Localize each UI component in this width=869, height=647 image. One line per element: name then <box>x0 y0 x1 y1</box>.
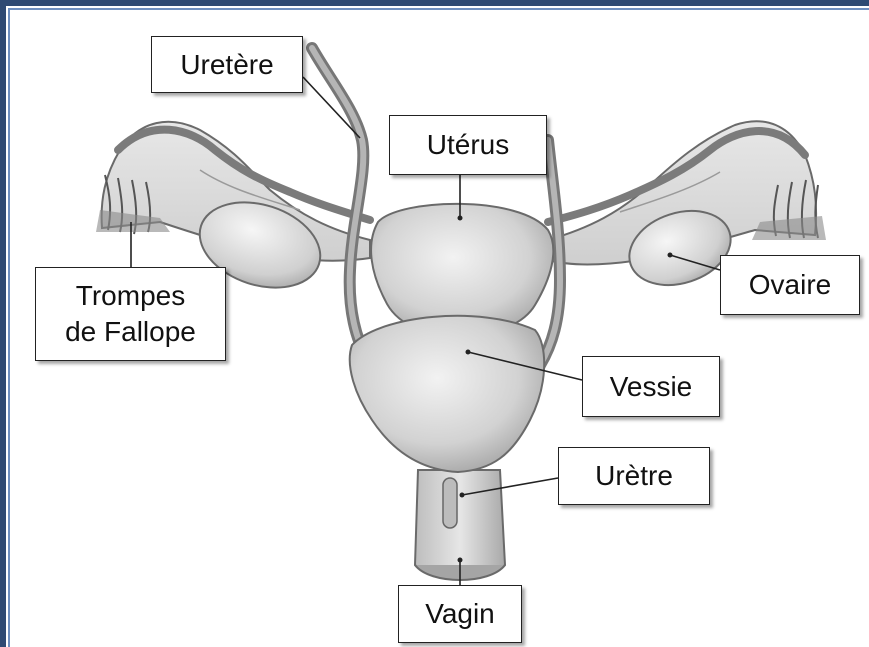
label-vessie: Vessie <box>582 356 720 417</box>
label-ovaire: Ovaire <box>720 255 860 315</box>
bladder <box>350 316 544 472</box>
label-vessie-text: Vessie <box>610 370 693 404</box>
urethra <box>443 478 457 528</box>
label-uterus-text: Utérus <box>427 128 509 162</box>
label-ovaire-text: Ovaire <box>749 268 831 302</box>
label-vagin: Vagin <box>398 585 522 643</box>
label-uretere: Uretère <box>151 36 303 93</box>
label-trompes-line2: de Fallope <box>65 314 196 350</box>
label-uterus: Utérus <box>389 115 547 175</box>
label-vagin-text: Vagin <box>425 597 495 631</box>
label-uretre-text: Urètre <box>595 459 673 493</box>
label-trompes-line1: Trompes <box>76 278 185 314</box>
label-uretere-text: Uretère <box>180 48 273 82</box>
label-uretre: Urètre <box>558 447 710 505</box>
label-trompes-de-fallope: Trompes de Fallope <box>35 267 226 361</box>
